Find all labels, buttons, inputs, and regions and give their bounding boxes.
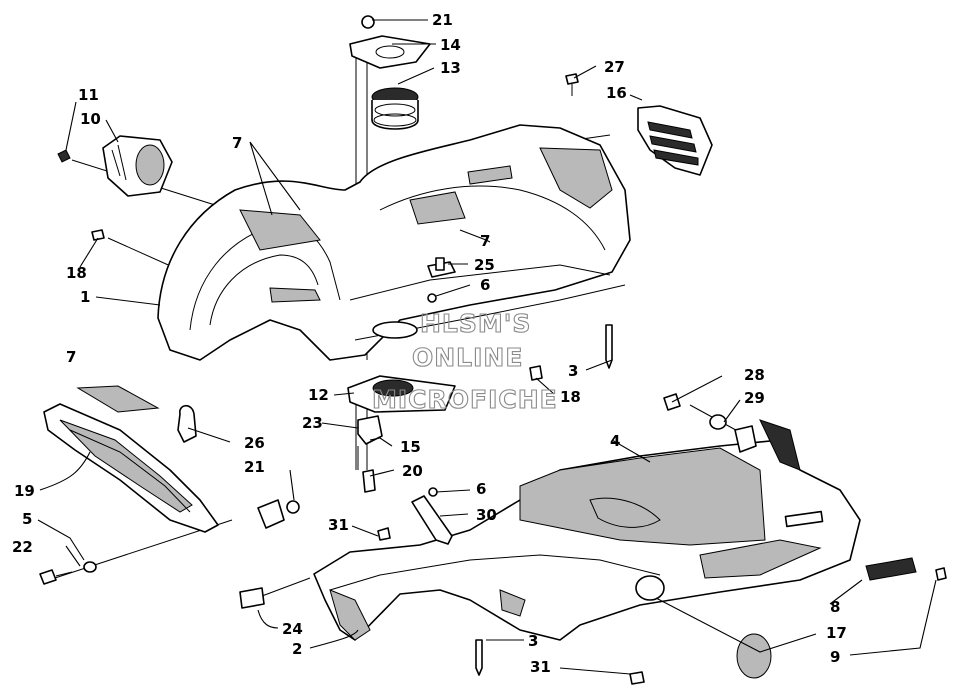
part-27-screw xyxy=(565,73,579,96)
callout-27: 27 xyxy=(604,58,625,76)
watermark: HLSM'S ONLINE MICROFICHE xyxy=(371,308,558,414)
part-19-front-bumper xyxy=(43,403,219,533)
callout-28: 28 xyxy=(744,366,765,384)
callout-26: 26 xyxy=(244,434,265,452)
part-6-washer-upper xyxy=(427,293,437,303)
part-6-washer-lower xyxy=(428,487,438,497)
watermark-line3: MICROFICHE xyxy=(372,385,558,414)
part-18-screw-left xyxy=(91,229,105,241)
callout-23: 23 xyxy=(302,414,323,432)
callout-16: 16 xyxy=(606,84,627,102)
callout-11: 11 xyxy=(78,86,99,104)
callout-12: 12 xyxy=(308,386,329,404)
callout-20: 20 xyxy=(402,462,423,480)
part-29-washer xyxy=(709,414,727,430)
callout-21: 21 xyxy=(432,11,453,29)
part-5-washer xyxy=(83,561,97,573)
part-9-screw xyxy=(935,567,947,581)
part-31-screw-upper xyxy=(377,527,391,541)
part-3-pin-upper xyxy=(605,324,613,369)
callout-labels: 21 14 13 27 16 11 10 7 7 18 25 6 1 3 7 1… xyxy=(12,11,847,676)
callout-8: 8 xyxy=(830,598,840,616)
callout-15: 15 xyxy=(400,438,421,456)
callout-6: 6 xyxy=(480,276,490,294)
part-1-front-housing xyxy=(157,124,631,361)
callout-1: 1 xyxy=(80,288,90,306)
callout-7: 7 xyxy=(480,232,490,250)
callout-14: 14 xyxy=(440,36,461,54)
leader-lines xyxy=(37,19,937,675)
callout-17: 17 xyxy=(826,624,847,642)
part-25-stud-bracket xyxy=(427,257,456,278)
part-2-lower-shell xyxy=(313,419,861,641)
part-26-clip xyxy=(177,404,197,443)
part-24-clip xyxy=(239,587,265,609)
part-16-vent-grille xyxy=(637,105,713,176)
watermark-line1: HLSM'S xyxy=(420,309,531,338)
part-plate-small xyxy=(257,499,285,529)
callout-30: 30 xyxy=(476,506,497,524)
callout-3: 3 xyxy=(528,632,538,650)
callout-5: 5 xyxy=(22,510,32,528)
callout-19: 19 xyxy=(14,482,35,500)
callout-31: 31 xyxy=(328,516,349,534)
callout-2: 2 xyxy=(292,640,302,658)
part-21-nut-top xyxy=(361,15,375,29)
part-12-lower-plate xyxy=(347,375,456,413)
part-8-reflector xyxy=(865,557,917,581)
part-17-plug xyxy=(736,633,772,679)
part-23-clamp xyxy=(357,415,383,445)
callout-24: 24 xyxy=(282,620,303,638)
part-3-pin-lower xyxy=(475,639,483,676)
callout-21: 21 xyxy=(244,458,265,476)
callout-29: 29 xyxy=(744,389,765,407)
part-21-nut-lower xyxy=(286,500,300,514)
callout-7: 7 xyxy=(66,348,76,366)
callout-7: 7 xyxy=(232,134,242,152)
part-30-bracket xyxy=(411,495,453,545)
callout-22: 22 xyxy=(12,538,33,556)
callout-18: 18 xyxy=(66,264,87,282)
part-20-bolt xyxy=(362,469,376,493)
callout-13: 13 xyxy=(440,59,461,77)
part-13-bearing-boot xyxy=(371,87,419,130)
callout-25: 25 xyxy=(474,256,495,274)
callout-3: 3 xyxy=(568,362,578,380)
part-14-flange-plate xyxy=(349,35,431,69)
callout-31: 31 xyxy=(530,658,551,676)
callout-4: 4 xyxy=(610,432,620,450)
watermark-line2: ONLINE xyxy=(412,343,523,372)
callout-18: 18 xyxy=(560,388,581,406)
part-31-screw-lower xyxy=(629,671,645,685)
callout-6: 6 xyxy=(476,480,486,498)
callout-9: 9 xyxy=(830,648,840,666)
part-10-recoil-housing xyxy=(102,135,173,197)
part-22-bolt xyxy=(39,569,73,585)
part-7-decal xyxy=(76,385,160,413)
part-11-screw xyxy=(57,149,71,163)
part-18-screw-center xyxy=(529,365,543,381)
callout-10: 10 xyxy=(80,110,101,128)
